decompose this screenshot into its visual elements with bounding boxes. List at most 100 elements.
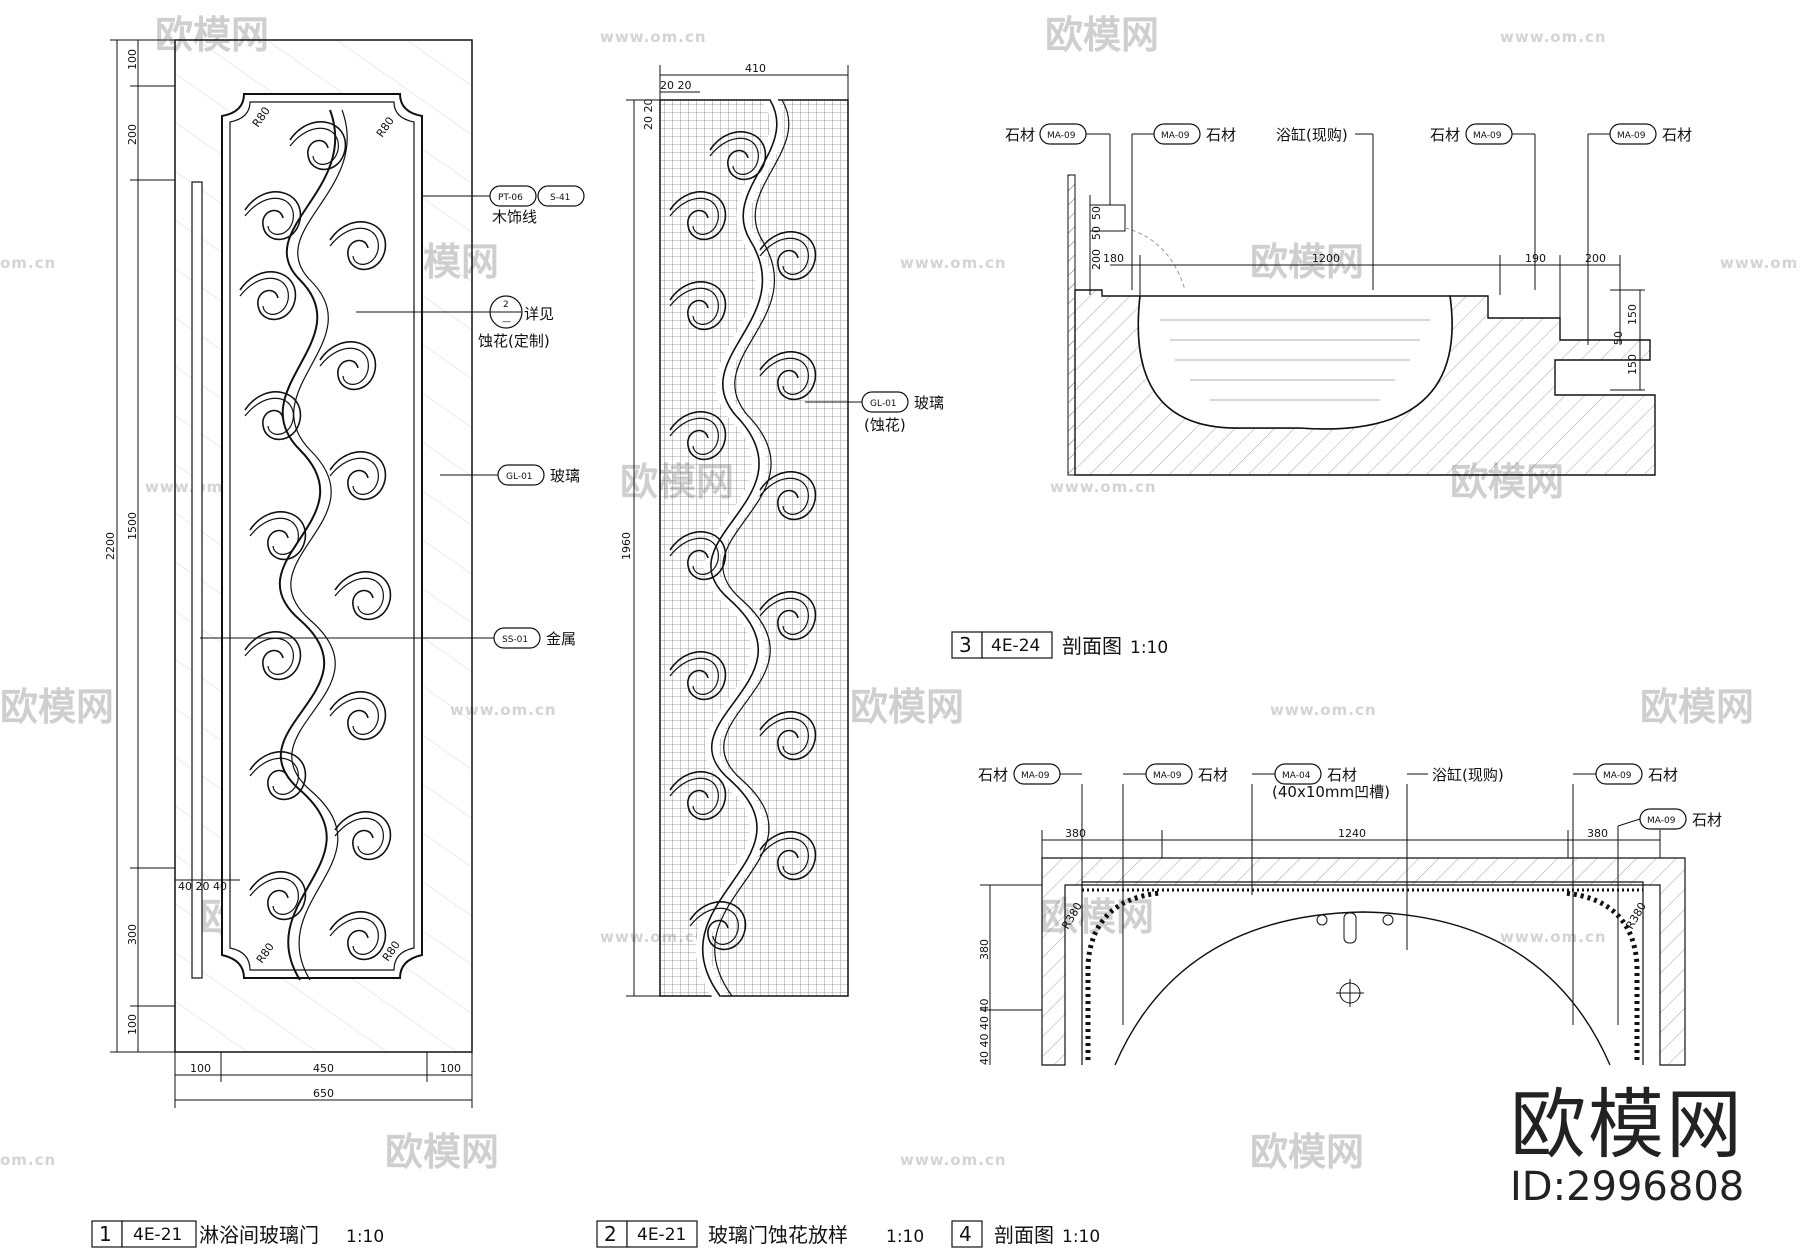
watermark-brand: 欧模网 [1045, 13, 1159, 57]
dim-150-top: 150 [1626, 304, 1639, 325]
svg-text:2: 2 [503, 300, 509, 310]
drawing-2-etching-layout: 410 20 20 20 20 1960 GL-01 玻璃 (蚀花) 2 4E-… [596, 62, 944, 1248]
svg-text:GL-01: GL-01 [870, 399, 897, 409]
svg-text:2: 2 [604, 1222, 617, 1246]
brand-watermark-block: 欧模网 ID:2996808 [1510, 1080, 1790, 1210]
dim-top-410: 410 [745, 62, 766, 75]
svg-text:MA-09: MA-09 [1617, 131, 1646, 141]
svg-text:石材: 石材 [1327, 766, 1357, 784]
faucet-icon [1316, 912, 1394, 1007]
brand-name: 欧模网 [1510, 1080, 1744, 1169]
svg-text:—: — [502, 317, 511, 327]
svg-text:石材: 石材 [1648, 766, 1678, 784]
dim-b-100-left: 100 [190, 1062, 211, 1075]
dim-left-20-20: 20 20 [642, 99, 655, 131]
dim-v-1500: 1500 [126, 512, 139, 540]
svg-text:1:10: 1:10 [1130, 638, 1168, 658]
dim-50a: 50 [1090, 206, 1103, 220]
svg-text:玻璃: 玻璃 [550, 467, 580, 485]
radius-r380-right: R380 [1623, 900, 1649, 931]
svg-text:MA-09: MA-09 [1647, 816, 1676, 826]
svg-text:石材: 石材 [978, 766, 1008, 784]
dim-v-200: 200 [126, 124, 139, 145]
svg-text:PT-06: PT-06 [498, 193, 523, 203]
drawing-3-bathtub-section: 50 50 180 200 1200 190 200 150 50 150 石材… [951, 123, 1692, 659]
dim-v-100-bottom: 100 [126, 1014, 139, 1035]
svg-text:淋浴间玻璃门: 淋浴间玻璃门 [199, 1223, 319, 1247]
dim-v-100-top: 100 [126, 49, 139, 70]
watermark-brand: 欧模网 [385, 1130, 499, 1174]
title-drawing-4: 4 剖面图 1:10 [951, 1220, 1100, 1248]
callout-pt06: PT-06 S-41 木饰线 [489, 185, 585, 226]
svg-text:金属: 金属 [546, 630, 576, 648]
svg-text:4E-21: 4E-21 [133, 1225, 182, 1245]
title-drawing-3: 3 4E-24 剖面图 1:10 [951, 631, 1168, 659]
dim-380-vertical: 380 [978, 939, 991, 960]
svg-text:石材: 石材 [1662, 126, 1692, 144]
watermark-url: www.om.cn [1500, 928, 1607, 946]
svg-text:玻璃: 玻璃 [914, 394, 944, 412]
drawing-1-glass-door-elevation: 100 200 1500 300 100 2200 100 450 100 65… [91, 39, 585, 1248]
dim-380-left: 380 [1065, 827, 1086, 840]
svg-text:浴缸(现购): 浴缸(现购) [1432, 766, 1504, 784]
svg-text:石材: 石材 [1198, 766, 1228, 784]
watermark-brand: 欧模网 [0, 685, 114, 729]
dim-b-450: 450 [313, 1062, 334, 1075]
watermark-url: www.om.cn [1500, 28, 1607, 46]
watermark-url: om.cn [0, 1151, 56, 1169]
watermark-url: www.om.cn [1720, 254, 1800, 272]
svg-text:3: 3 [959, 633, 972, 657]
svg-text:SS-01: SS-01 [502, 635, 528, 645]
label-wood-trim: 木饰线 [492, 208, 537, 226]
dim-380-right: 380 [1587, 827, 1608, 840]
svg-text:MA-09: MA-09 [1047, 131, 1076, 141]
watermark-brand: 欧模网 [1250, 1130, 1364, 1174]
svg-text:石材: 石材 [1206, 126, 1236, 144]
label-etching: 蚀花(定制) [478, 332, 550, 350]
dim-50-mid: 50 [1612, 331, 1625, 345]
svg-text:石材: 石材 [1005, 126, 1035, 144]
watermark-url: www.om.cn [1270, 701, 1377, 719]
dim-v-2200: 2200 [104, 532, 117, 560]
svg-text:MA-09: MA-09 [1021, 771, 1050, 781]
svg-text:剖面图: 剖面图 [1062, 634, 1122, 658]
callout-ss01: SS-01 金属 [493, 627, 576, 649]
svg-text:(蚀花): (蚀花) [864, 416, 906, 434]
dim-200-left: 200 [1090, 249, 1103, 270]
etching-pattern [239, 109, 392, 981]
callout-gl01: GL-01 玻璃 [497, 464, 580, 486]
watermark-url: www.om.cn [900, 1151, 1007, 1169]
svg-text:剖面图: 剖面图 [994, 1223, 1054, 1247]
dim-40-stack: 40 40 40 40 [978, 999, 991, 1065]
callout-gl01-etched: GL-01 玻璃 (蚀花) [861, 391, 944, 434]
title-drawing-2: 2 4E-21 玻璃门蚀花放样 1:10 [596, 1220, 924, 1248]
dim-1200: 1200 [1312, 252, 1340, 265]
watermark-url: om.cn [0, 254, 56, 272]
dim-small-40-20-40: 40 20 40 [178, 880, 227, 893]
svg-text:MA-09: MA-09 [1161, 131, 1190, 141]
dim-180: 180 [1103, 252, 1124, 265]
svg-text:1: 1 [99, 1222, 112, 1246]
svg-text:MA-09: MA-09 [1473, 131, 1502, 141]
dim-top-20-20: 20 20 [660, 79, 692, 92]
svg-text:浴缸(现购): 浴缸(现购) [1276, 126, 1348, 144]
dim-1240: 1240 [1338, 827, 1366, 840]
title-drawing-1: 1 4E-21 淋浴间玻璃门 1:10 [91, 1220, 384, 1248]
svg-text:(40x10mm凹槽): (40x10mm凹槽) [1272, 783, 1390, 801]
watermark-brand: 欧模网 [850, 685, 964, 729]
dim-200-right: 200 [1585, 252, 1606, 265]
svg-text:4: 4 [959, 1222, 972, 1246]
svg-text:MA-04: MA-04 [1282, 771, 1311, 781]
watermark-brand: 欧模网 [1250, 240, 1364, 284]
svg-text:石材: 石材 [1692, 811, 1722, 829]
watermark-brand: 欧模网 [1640, 685, 1754, 729]
svg-text:GL-01: GL-01 [506, 472, 533, 482]
dim-150-bottom: 150 [1626, 354, 1639, 375]
svg-text:MA-09: MA-09 [1603, 771, 1632, 781]
drawing-4-bathtub-plan: 380 1240 380 380 40 40 40 40 R380 R380 石… [951, 763, 1722, 1248]
svg-text:石材: 石材 [1430, 126, 1460, 144]
dim-height-1960: 1960 [620, 532, 633, 560]
dim-b-650: 650 [313, 1087, 334, 1100]
svg-text:1:10: 1:10 [886, 1227, 924, 1247]
watermark-url: www.om.cn [1050, 478, 1157, 496]
